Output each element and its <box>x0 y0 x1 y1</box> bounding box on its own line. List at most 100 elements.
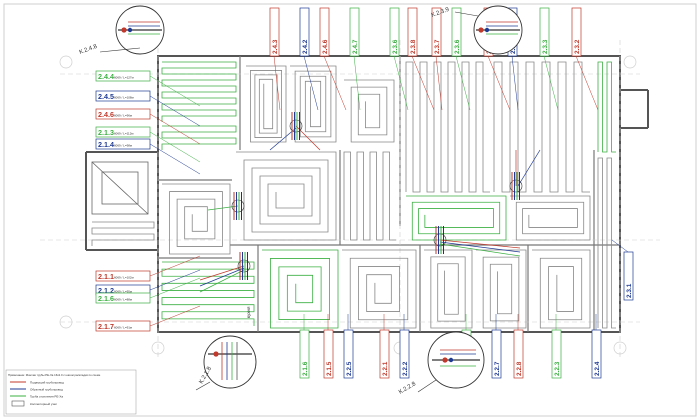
leader-line <box>149 277 201 299</box>
leader-line <box>411 55 435 111</box>
leader-line <box>511 55 519 111</box>
manifold <box>509 179 523 193</box>
supply-line <box>207 205 239 211</box>
legend: Примечание: Монтаж трубы PE-Xa 16x2.0 с … <box>5 369 137 415</box>
heating-loop <box>91 221 155 246</box>
heating-loop <box>262 249 339 329</box>
legend-item: Коллекторный узел <box>30 402 57 406</box>
heating-loop <box>290 65 337 143</box>
label-id: 2.2.1 <box>382 361 389 376</box>
top-label: 2.4.2 <box>299 7 310 57</box>
leader-line <box>273 55 281 111</box>
manifold <box>433 233 447 247</box>
label-id: 2.3.3 <box>542 39 549 54</box>
label-id: 2.2.5 <box>346 361 353 376</box>
label-spec: 6069 / L=102м <box>114 276 134 280</box>
stair-block <box>91 161 149 215</box>
legend-item: Подающий трубопровод <box>30 381 64 385</box>
supply-line <box>439 243 521 257</box>
heating-loop <box>161 261 255 326</box>
top-label: 2.3.2 <box>571 7 582 57</box>
legend-item: Труба отопления PE-Xa <box>30 395 63 399</box>
leader-line <box>487 55 511 111</box>
leader-line <box>575 55 599 111</box>
callout-top-right: К.2.3.9 <box>431 5 523 55</box>
leader-line <box>149 305 201 327</box>
bottom-label: 2.2.7 <box>491 329 502 379</box>
label-id: 2.2.7 <box>494 361 501 376</box>
heating-loop <box>161 61 237 122</box>
label-id: 2.1.4 <box>98 140 114 149</box>
leader-line <box>353 55 361 111</box>
bottom-label: 2.1.6 <box>299 329 310 379</box>
label-id: 2.4.2 <box>302 39 309 54</box>
label-id: 2.2.8 <box>516 361 523 376</box>
heating-loop <box>424 249 473 329</box>
leader-line <box>149 75 201 107</box>
bottom-label: 2.2.8 <box>513 329 524 379</box>
label-id: 2.4.3 <box>272 39 279 54</box>
label-id: 2.1.5 <box>326 361 333 376</box>
label-id: 2.1.6 <box>302 361 309 376</box>
leader-line <box>149 95 201 127</box>
bottom-label: 2.2.5 <box>343 329 354 379</box>
bottom-label: 2.2.2 <box>399 329 410 379</box>
bottom-label: 2.1.5 <box>323 329 334 379</box>
manifold <box>237 259 251 273</box>
heating-loop <box>532 249 591 329</box>
heating-loop <box>161 125 237 150</box>
leader-line <box>611 239 629 253</box>
top-label: 2.3.8 <box>407 7 418 57</box>
label-id: 2.3.2 <box>574 39 581 54</box>
leader-line <box>435 55 443 111</box>
callout-bottom-center: К.2.2.8 <box>398 331 485 396</box>
bottom-label: 2.2.1 <box>379 329 390 379</box>
callout-label-bottom-center: К.2.2.8 <box>398 381 418 396</box>
label-id: 2.4.6 <box>322 39 329 54</box>
bottom-label: 2.2.4 <box>591 329 602 379</box>
leader-line <box>149 255 201 277</box>
label-id: 2.1.2 <box>98 286 114 295</box>
label-id: 2.2.3 <box>554 361 561 376</box>
top-label: 2.4.6 <box>319 7 330 57</box>
leader-line <box>149 269 201 291</box>
supply-line <box>517 149 541 187</box>
heating-loop <box>405 61 490 193</box>
heating-loop <box>597 61 616 153</box>
supply-line <box>199 267 245 287</box>
legend-item: Обратный трубопровод <box>30 388 63 392</box>
label-id: 2.3.7 <box>434 39 441 54</box>
callout-top-left: К.2.4.8 <box>79 5 165 56</box>
supply-line <box>199 265 245 281</box>
label-id: 2.4.6 <box>98 110 114 119</box>
label-id: 2.3.6 <box>392 39 399 54</box>
heating-loop <box>597 157 616 329</box>
callout-bottom-left: К.2.1.8 <box>195 335 257 391</box>
label-id: 2.4.4 <box>98 72 114 81</box>
label-spec: 6069 / L=95м <box>114 290 132 294</box>
leader-line <box>455 55 471 111</box>
leader-line <box>393 55 409 111</box>
heating-loop <box>246 65 287 143</box>
label-id: 2.1.1 <box>98 272 114 281</box>
label-id: 2.3.1 <box>626 283 633 298</box>
label-spec: 6069 / L=127м <box>114 76 134 80</box>
heating-loop <box>510 195 591 241</box>
label-spec: 6069 / L=108м <box>114 96 134 100</box>
heating-loop <box>342 249 417 329</box>
legend-notes: Примечание: Монтаж трубы PE-Xa 16x2.0 с … <box>8 373 101 377</box>
bottom-label: 2.2.3 <box>551 329 562 379</box>
manifold <box>289 119 303 133</box>
label-id: 2.4.7 <box>352 39 359 54</box>
label-id: 2.1.7 <box>98 322 114 331</box>
label-id: 2.4.5 <box>98 92 114 101</box>
leader-line <box>303 55 319 111</box>
top-label: 2.4.3 <box>269 7 280 57</box>
